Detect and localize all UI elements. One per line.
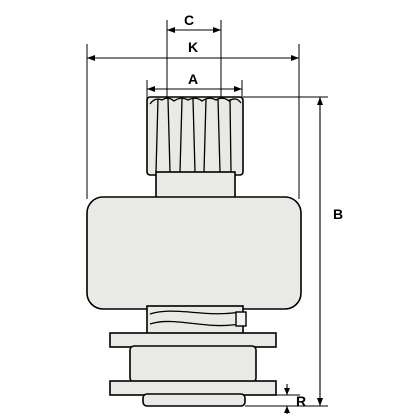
pinion-tooth-tips bbox=[149, 97, 242, 105]
clutch-housing bbox=[86, 196, 302, 310]
pinion-gear bbox=[146, 96, 244, 176]
dimension-a bbox=[146, 80, 243, 99]
pinion-tooth-line bbox=[229, 98, 232, 173]
lower-flange bbox=[109, 380, 277, 396]
label-r: R bbox=[296, 393, 306, 409]
pinion-neck bbox=[155, 171, 236, 201]
spline-body bbox=[146, 305, 244, 337]
label-a: A bbox=[188, 71, 198, 87]
spring-drum bbox=[129, 345, 257, 383]
pinion-tooth-line bbox=[203, 98, 207, 173]
label-k: K bbox=[188, 39, 198, 55]
label-c: C bbox=[184, 12, 194, 28]
dimension-c bbox=[166, 20, 222, 98]
pinion-tooth-line bbox=[217, 98, 221, 173]
spline-helix bbox=[149, 320, 241, 327]
pinion-tooth-line bbox=[179, 98, 183, 173]
upper-collar bbox=[109, 332, 277, 348]
pinion-tooth-line bbox=[192, 98, 196, 173]
base-hub bbox=[142, 393, 246, 407]
label-b: B bbox=[333, 206, 343, 222]
pinion-tooth-line bbox=[155, 98, 159, 173]
dimension-r bbox=[276, 384, 300, 414]
spline-clip bbox=[235, 311, 247, 327]
spline-helix bbox=[149, 310, 241, 315]
dimension-k bbox=[86, 44, 300, 199]
spline-sleeve bbox=[146, 305, 247, 337]
pinion-tooth-line bbox=[167, 98, 171, 173]
